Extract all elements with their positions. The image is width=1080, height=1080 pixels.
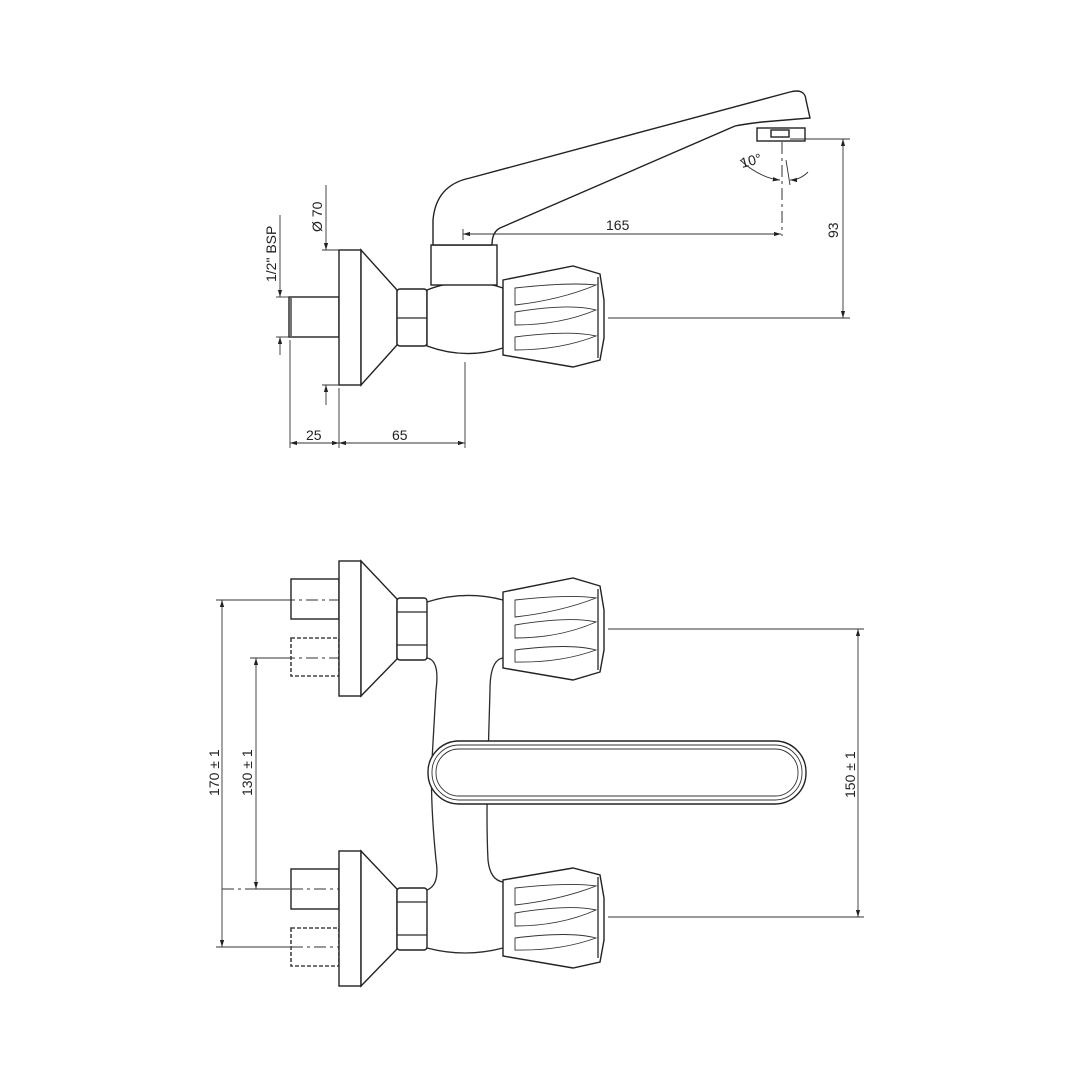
label-angle: 10° — [739, 150, 764, 171]
dim-depth: 25 65 — [289, 340, 466, 448]
lower-inlet-assembly — [222, 849, 428, 988]
valve-body — [426, 281, 504, 355]
upper-handle-knob — [502, 577, 605, 681]
dim-handle-centers: 150 ± 1 — [608, 628, 864, 918]
label-inlet-length: 25 — [306, 427, 322, 443]
label-spout-reach: 165 — [606, 217, 630, 233]
dim-outer-centers: 170 ± 1 — [206, 599, 290, 948]
label-inner-centers: 130 ± 1 — [239, 749, 255, 796]
label-outer-centers: 170 ± 1 — [206, 749, 222, 796]
central-body — [426, 594, 504, 954]
wall-flange — [338, 249, 362, 386]
label-thread: 1/2" BSP — [263, 226, 279, 282]
top-view: 170 ± 1 130 ± 1 150 ± 1 — [206, 559, 864, 988]
dim-flange-diameter: Ø 70 — [309, 185, 339, 405]
side-view: 1/2" BSP Ø 70 165 10° 93 — [263, 90, 850, 448]
flange-cone — [360, 248, 398, 387]
inlet-pipe — [288, 296, 340, 338]
label-handle-centers: 150 ± 1 — [842, 751, 858, 798]
lower-handle-knob — [502, 867, 605, 969]
dim-spout-reach: 165 — [462, 142, 783, 240]
dim-spout-height: 93 — [608, 138, 850, 319]
spout — [432, 90, 811, 246]
dim-angle: 10° — [739, 150, 809, 186]
upper-inlet-assembly — [260, 559, 428, 698]
spout-base — [430, 244, 498, 286]
dim-thread: 1/2" BSP — [263, 215, 289, 355]
dim-inner-centers: 130 ± 1 — [239, 657, 290, 890]
side-handle-knob — [502, 265, 605, 368]
label-spout-height: 93 — [825, 222, 841, 238]
label-flange-diameter: Ø 70 — [309, 201, 325, 232]
label-body-depth: 65 — [392, 427, 408, 443]
spout-top-view — [427, 740, 807, 805]
